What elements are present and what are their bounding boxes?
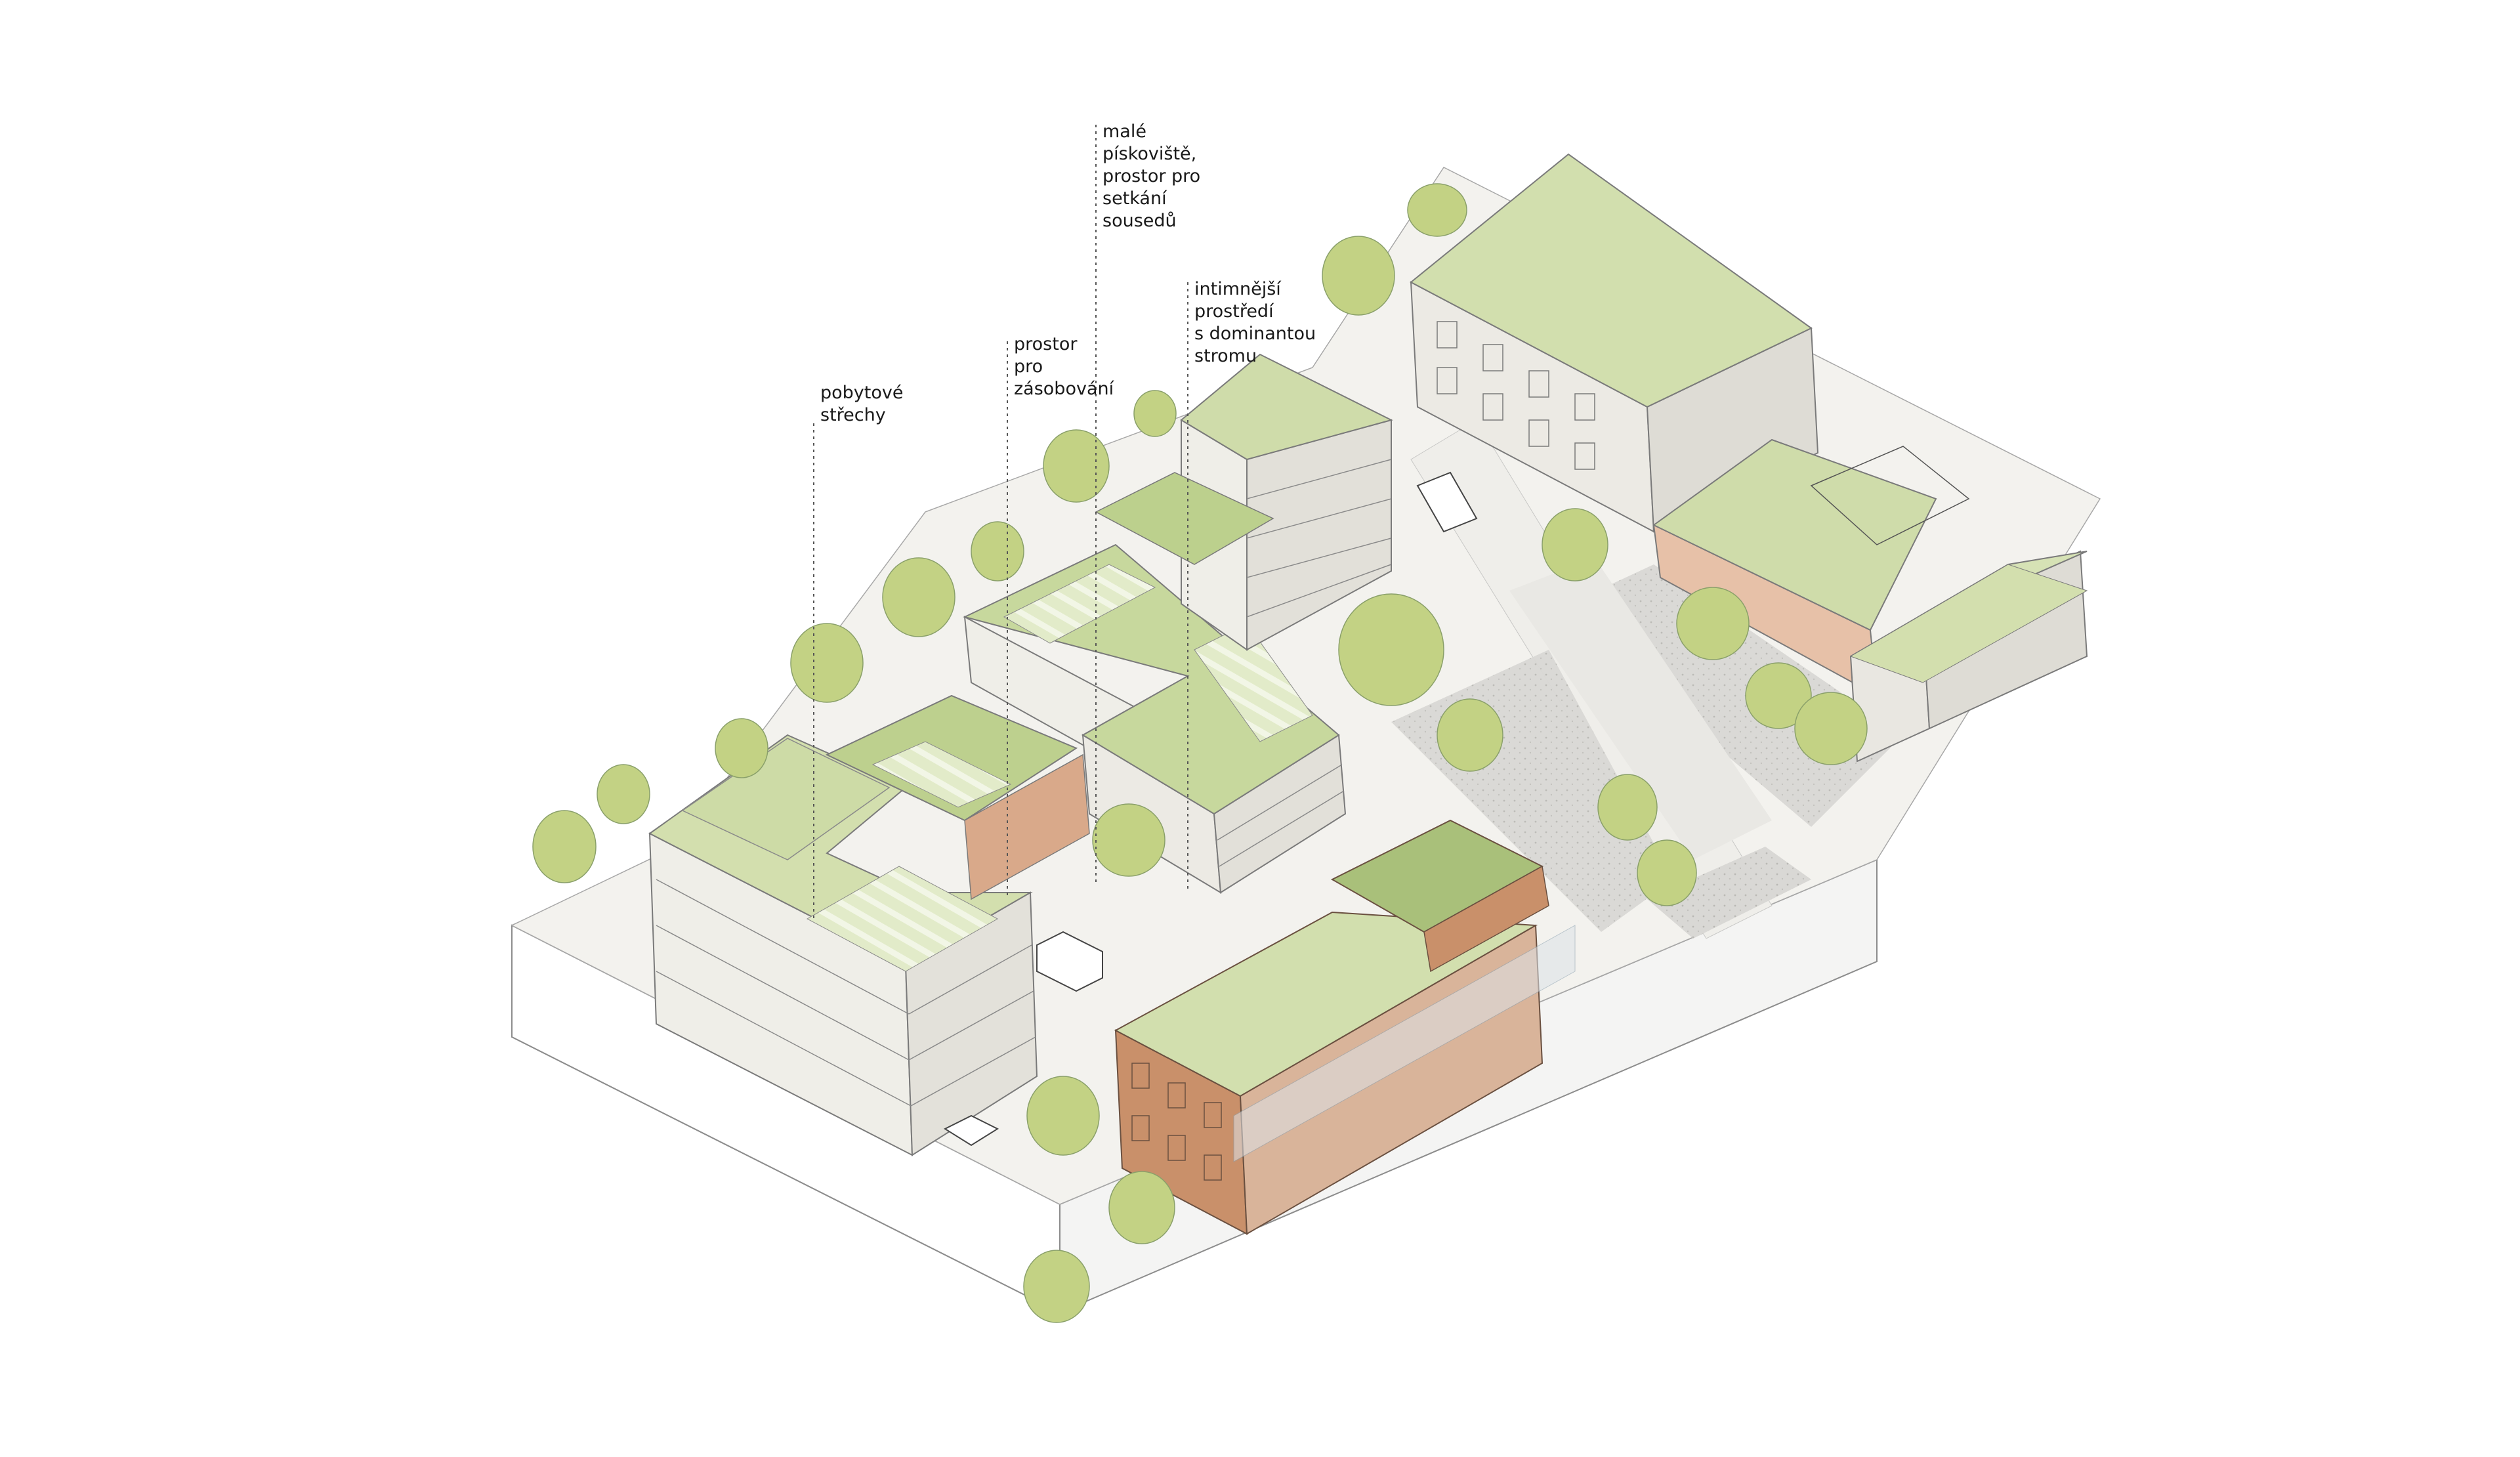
building-top-right xyxy=(1410,153,1819,533)
building-central xyxy=(963,543,1347,894)
annotation-prostor-pro-zasobovani: prostor pro zásobování xyxy=(1014,334,1114,399)
annotation-male-piskoviste: malé pískoviště, prostor pro setkání sou… xyxy=(1102,121,1201,231)
leader-lines xyxy=(813,125,1188,919)
annotation-intimnejsi-prostredi: intimnější prostředí s dominantou stromu xyxy=(1194,279,1316,366)
building-left-wing xyxy=(825,694,1090,900)
trees xyxy=(532,183,1868,1323)
vehicles xyxy=(943,471,1478,1147)
building-tower xyxy=(1095,353,1393,651)
building-brick-front xyxy=(1114,819,1576,1235)
building-right-row xyxy=(1652,438,2088,763)
building-left-corner xyxy=(648,734,1038,1156)
annotation-pobytove-strechy: pobytové střechy xyxy=(820,383,904,425)
